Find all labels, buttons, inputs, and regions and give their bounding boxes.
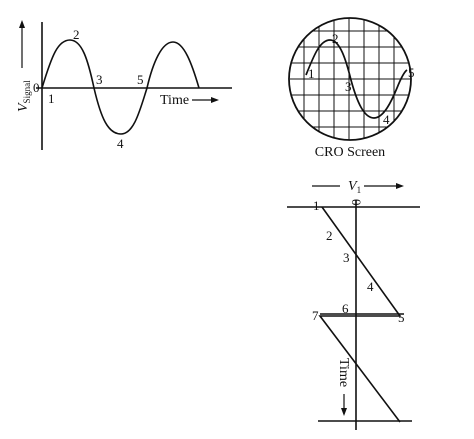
sweep-plot: V1 0 1 2 3 4 5 6 7 Time (287, 179, 420, 430)
sweep-origin-label: 0 (349, 199, 364, 206)
sweep-point-4: 4 (367, 279, 374, 294)
cro-point-1: 1 (308, 66, 315, 81)
signal-y-arrowhead (19, 20, 25, 28)
sweep-point-5: 5 (398, 310, 405, 325)
sweep-point-7: 7 (312, 308, 319, 323)
sweep-point-3: 3 (343, 250, 350, 265)
signal-point-1: 1 (48, 91, 55, 106)
cro-screen-caption: CRO Screen (315, 145, 385, 160)
signal-point-3: 3 (96, 72, 103, 87)
signal-time-plot: VSignal Time 0 1 2 3 4 5 (16, 20, 232, 151)
sweep-sawtooth (318, 206, 402, 423)
cro-point-3: 3 (345, 79, 352, 94)
sweep-point-6: 6 (342, 301, 349, 316)
sweep-v-arrowhead (396, 183, 404, 189)
sweep-time-label: Time (336, 358, 351, 387)
cro-trace-wave (305, 39, 408, 119)
signal-time-arrowhead (211, 97, 219, 103)
signal-y-label: VSignal (16, 80, 32, 112)
cro-point-5: 5 (408, 65, 415, 80)
sweep-point-1: 1 (313, 198, 320, 213)
signal-point-5: 5 (137, 72, 144, 87)
signal-time-label: Time (160, 93, 189, 108)
signal-point-4: 4 (117, 136, 124, 151)
cro-screen: 1 2 3 4 5 CRO Screen (288, 17, 415, 160)
signal-sine-wave (41, 39, 200, 135)
signal-point-2: 2 (73, 27, 80, 42)
sweep-time-arrowhead (341, 408, 347, 416)
cro-screen-border (288, 17, 412, 141)
sweep-v-label: V1 (348, 179, 361, 195)
sweep-point-2: 2 (326, 228, 333, 243)
cro-point-4: 4 (383, 112, 390, 127)
signal-origin-label: 0 (33, 80, 40, 95)
cro-point-2: 2 (332, 31, 339, 46)
